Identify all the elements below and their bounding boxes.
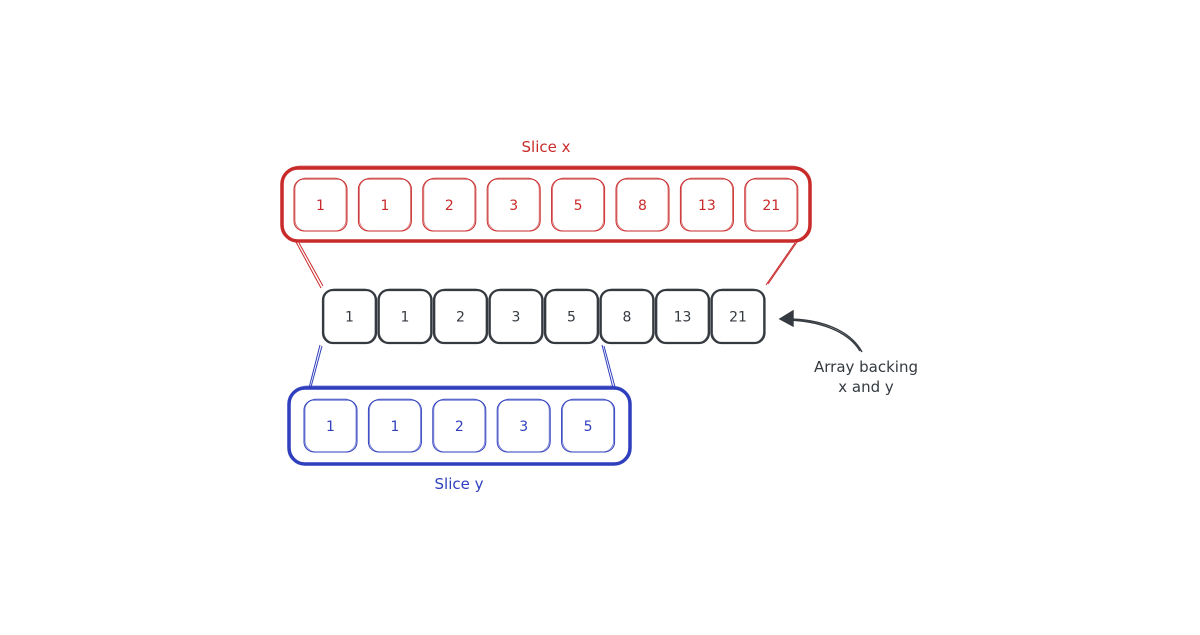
array-cell-value: 8 bbox=[623, 310, 632, 326]
array-cell: 2 bbox=[432, 288, 489, 345]
slice-x-cell-value: 3 bbox=[509, 198, 518, 214]
slice-x-cell-value: 1 bbox=[316, 198, 325, 214]
array-cell-value: 13 bbox=[674, 310, 692, 326]
slice-x-cell: 5 bbox=[551, 177, 606, 232]
slice-y-container bbox=[287, 385, 632, 466]
slice-x-cell-value: 21 bbox=[762, 198, 780, 214]
slice-y-connectors bbox=[308, 344, 616, 389]
slice-x-cell: 1 bbox=[293, 177, 348, 232]
array-cell-value: 3 bbox=[512, 310, 521, 326]
slice-x-cell-value: 13 bbox=[698, 198, 716, 214]
slice-x-cell-value: 5 bbox=[574, 198, 583, 214]
array-cells: 1 1 2 3 5 8 13 21 bbox=[321, 288, 766, 345]
slice-y-cell: 1 bbox=[367, 398, 422, 453]
slice-x-cell-value: 1 bbox=[380, 198, 389, 214]
slice-y-cell-value: 2 bbox=[455, 419, 464, 435]
slice-y-cells: 1 1 2 3 5 bbox=[303, 398, 616, 453]
slice-x-cell: 13 bbox=[679, 177, 734, 232]
array-cell: 8 bbox=[599, 288, 655, 345]
array-cell-value: 1 bbox=[345, 310, 354, 326]
slice-x-cell-value: 8 bbox=[638, 198, 647, 214]
slice-y-cell: 3 bbox=[496, 398, 551, 453]
slice-y-cell-value: 1 bbox=[326, 419, 335, 435]
slice-x-cell: 3 bbox=[486, 177, 541, 232]
array-cell: 1 bbox=[321, 288, 378, 345]
array-cell: 5 bbox=[543, 288, 600, 345]
slice-x-cell: 8 bbox=[615, 177, 670, 232]
slice-y-label: Slice y bbox=[435, 475, 484, 493]
slice-y-cell: 1 bbox=[303, 398, 358, 453]
slice-x-label: Slice x bbox=[522, 138, 571, 156]
annotation-line-1: Array backing bbox=[814, 358, 918, 376]
array-cell: 1 bbox=[377, 288, 433, 345]
arrow-icon bbox=[778, 309, 863, 353]
array-cell: 21 bbox=[710, 288, 766, 345]
slice-x-cell: 21 bbox=[744, 177, 799, 232]
slice-x-cell: 2 bbox=[422, 177, 477, 232]
array-cell-value: 2 bbox=[456, 310, 465, 326]
slice-y-cell: 5 bbox=[561, 398, 616, 453]
annotation-line-2: x and y bbox=[838, 378, 894, 396]
array-cell-value: 1 bbox=[401, 310, 410, 326]
array-cell: 13 bbox=[654, 288, 711, 345]
slice-x-cell: 1 bbox=[357, 177, 412, 232]
array-cell-value: 21 bbox=[729, 310, 747, 326]
slice-x-cells: 1 1 2 3 5 8 13 21 bbox=[293, 177, 799, 232]
slice-y-cell-value: 1 bbox=[390, 419, 399, 435]
slice-x-cell-value: 2 bbox=[445, 198, 454, 214]
array-cell: 3 bbox=[488, 288, 544, 345]
slice-y-cell: 2 bbox=[432, 398, 487, 453]
slice-x-container bbox=[280, 165, 812, 243]
array-cell-value: 5 bbox=[567, 310, 576, 326]
slice-y-cell-value: 5 bbox=[584, 419, 593, 435]
slice-x-connectors bbox=[295, 241, 798, 289]
slice-y-cell-value: 3 bbox=[519, 419, 528, 435]
